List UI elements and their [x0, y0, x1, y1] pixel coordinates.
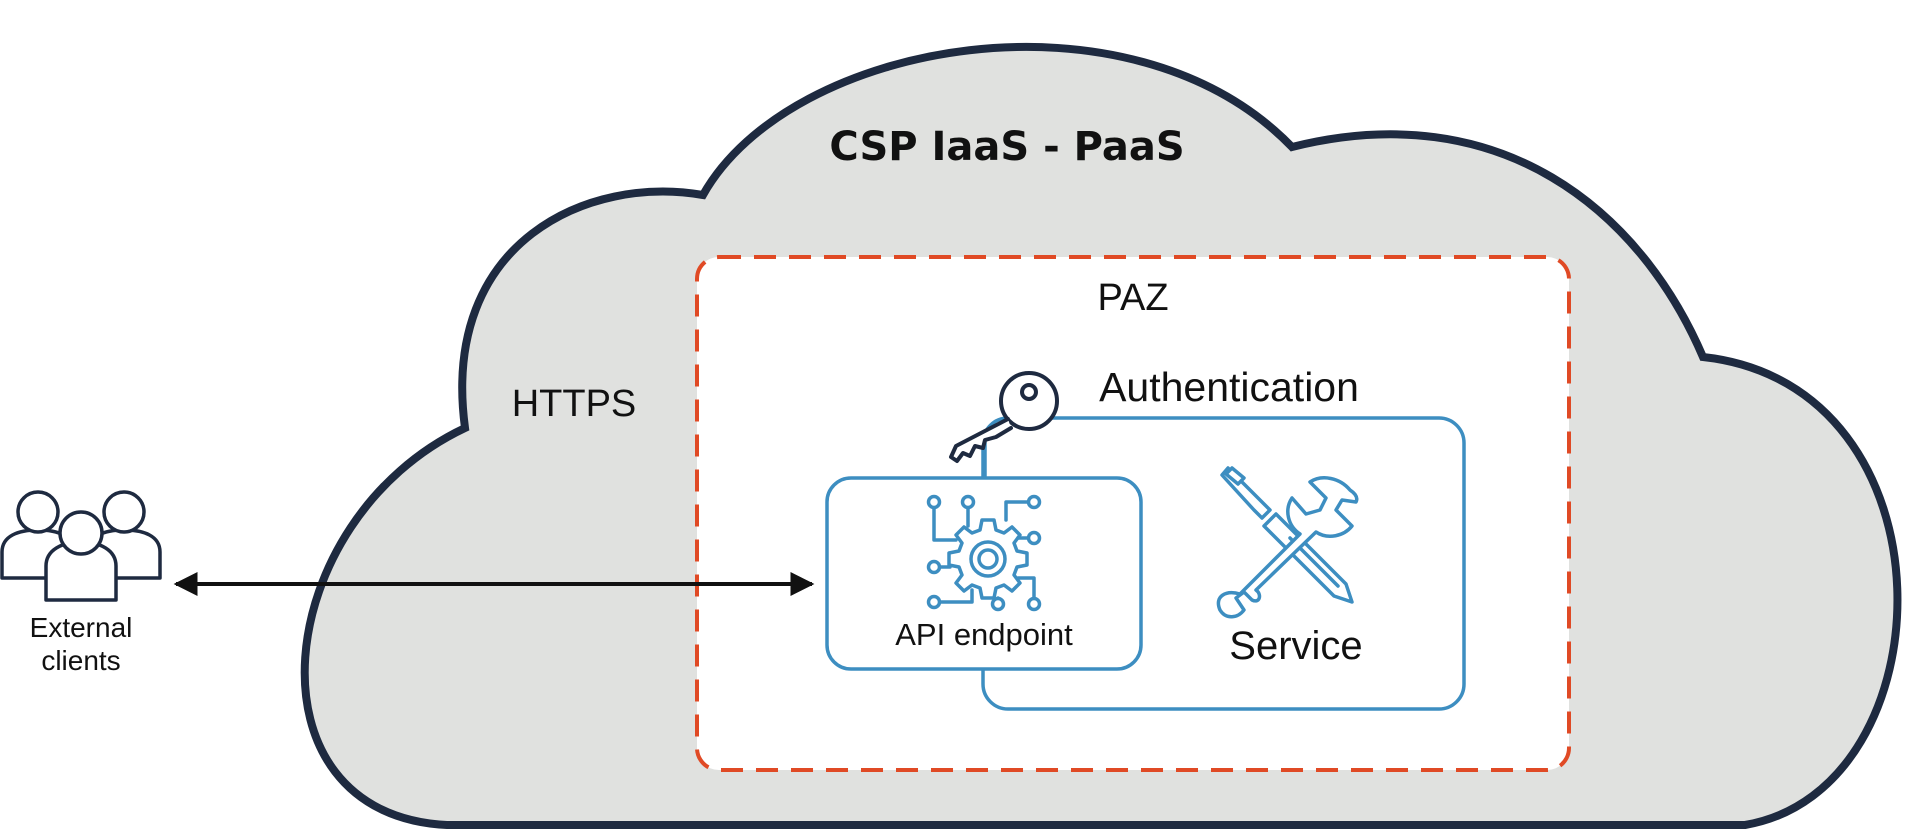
external-clients-label-line1: External — [30, 612, 133, 643]
gear-circuit-icon — [926, 494, 1042, 612]
external-clients-label-line2: clients — [41, 645, 120, 676]
key-icon — [949, 371, 1059, 463]
https-label: HTTPS — [512, 383, 637, 425]
authentication-label: Authentication — [1099, 364, 1359, 410]
paz-label: PAZ — [1097, 277, 1168, 319]
service-label: Service — [1229, 624, 1362, 668]
api-endpoint-label: API endpoint — [895, 617, 1073, 652]
wrench-screwdriver-icon — [1216, 466, 1359, 619]
cloud-title: CSP IaaS - PaaS — [829, 124, 1184, 170]
users-group-icon — [0, 490, 162, 602]
